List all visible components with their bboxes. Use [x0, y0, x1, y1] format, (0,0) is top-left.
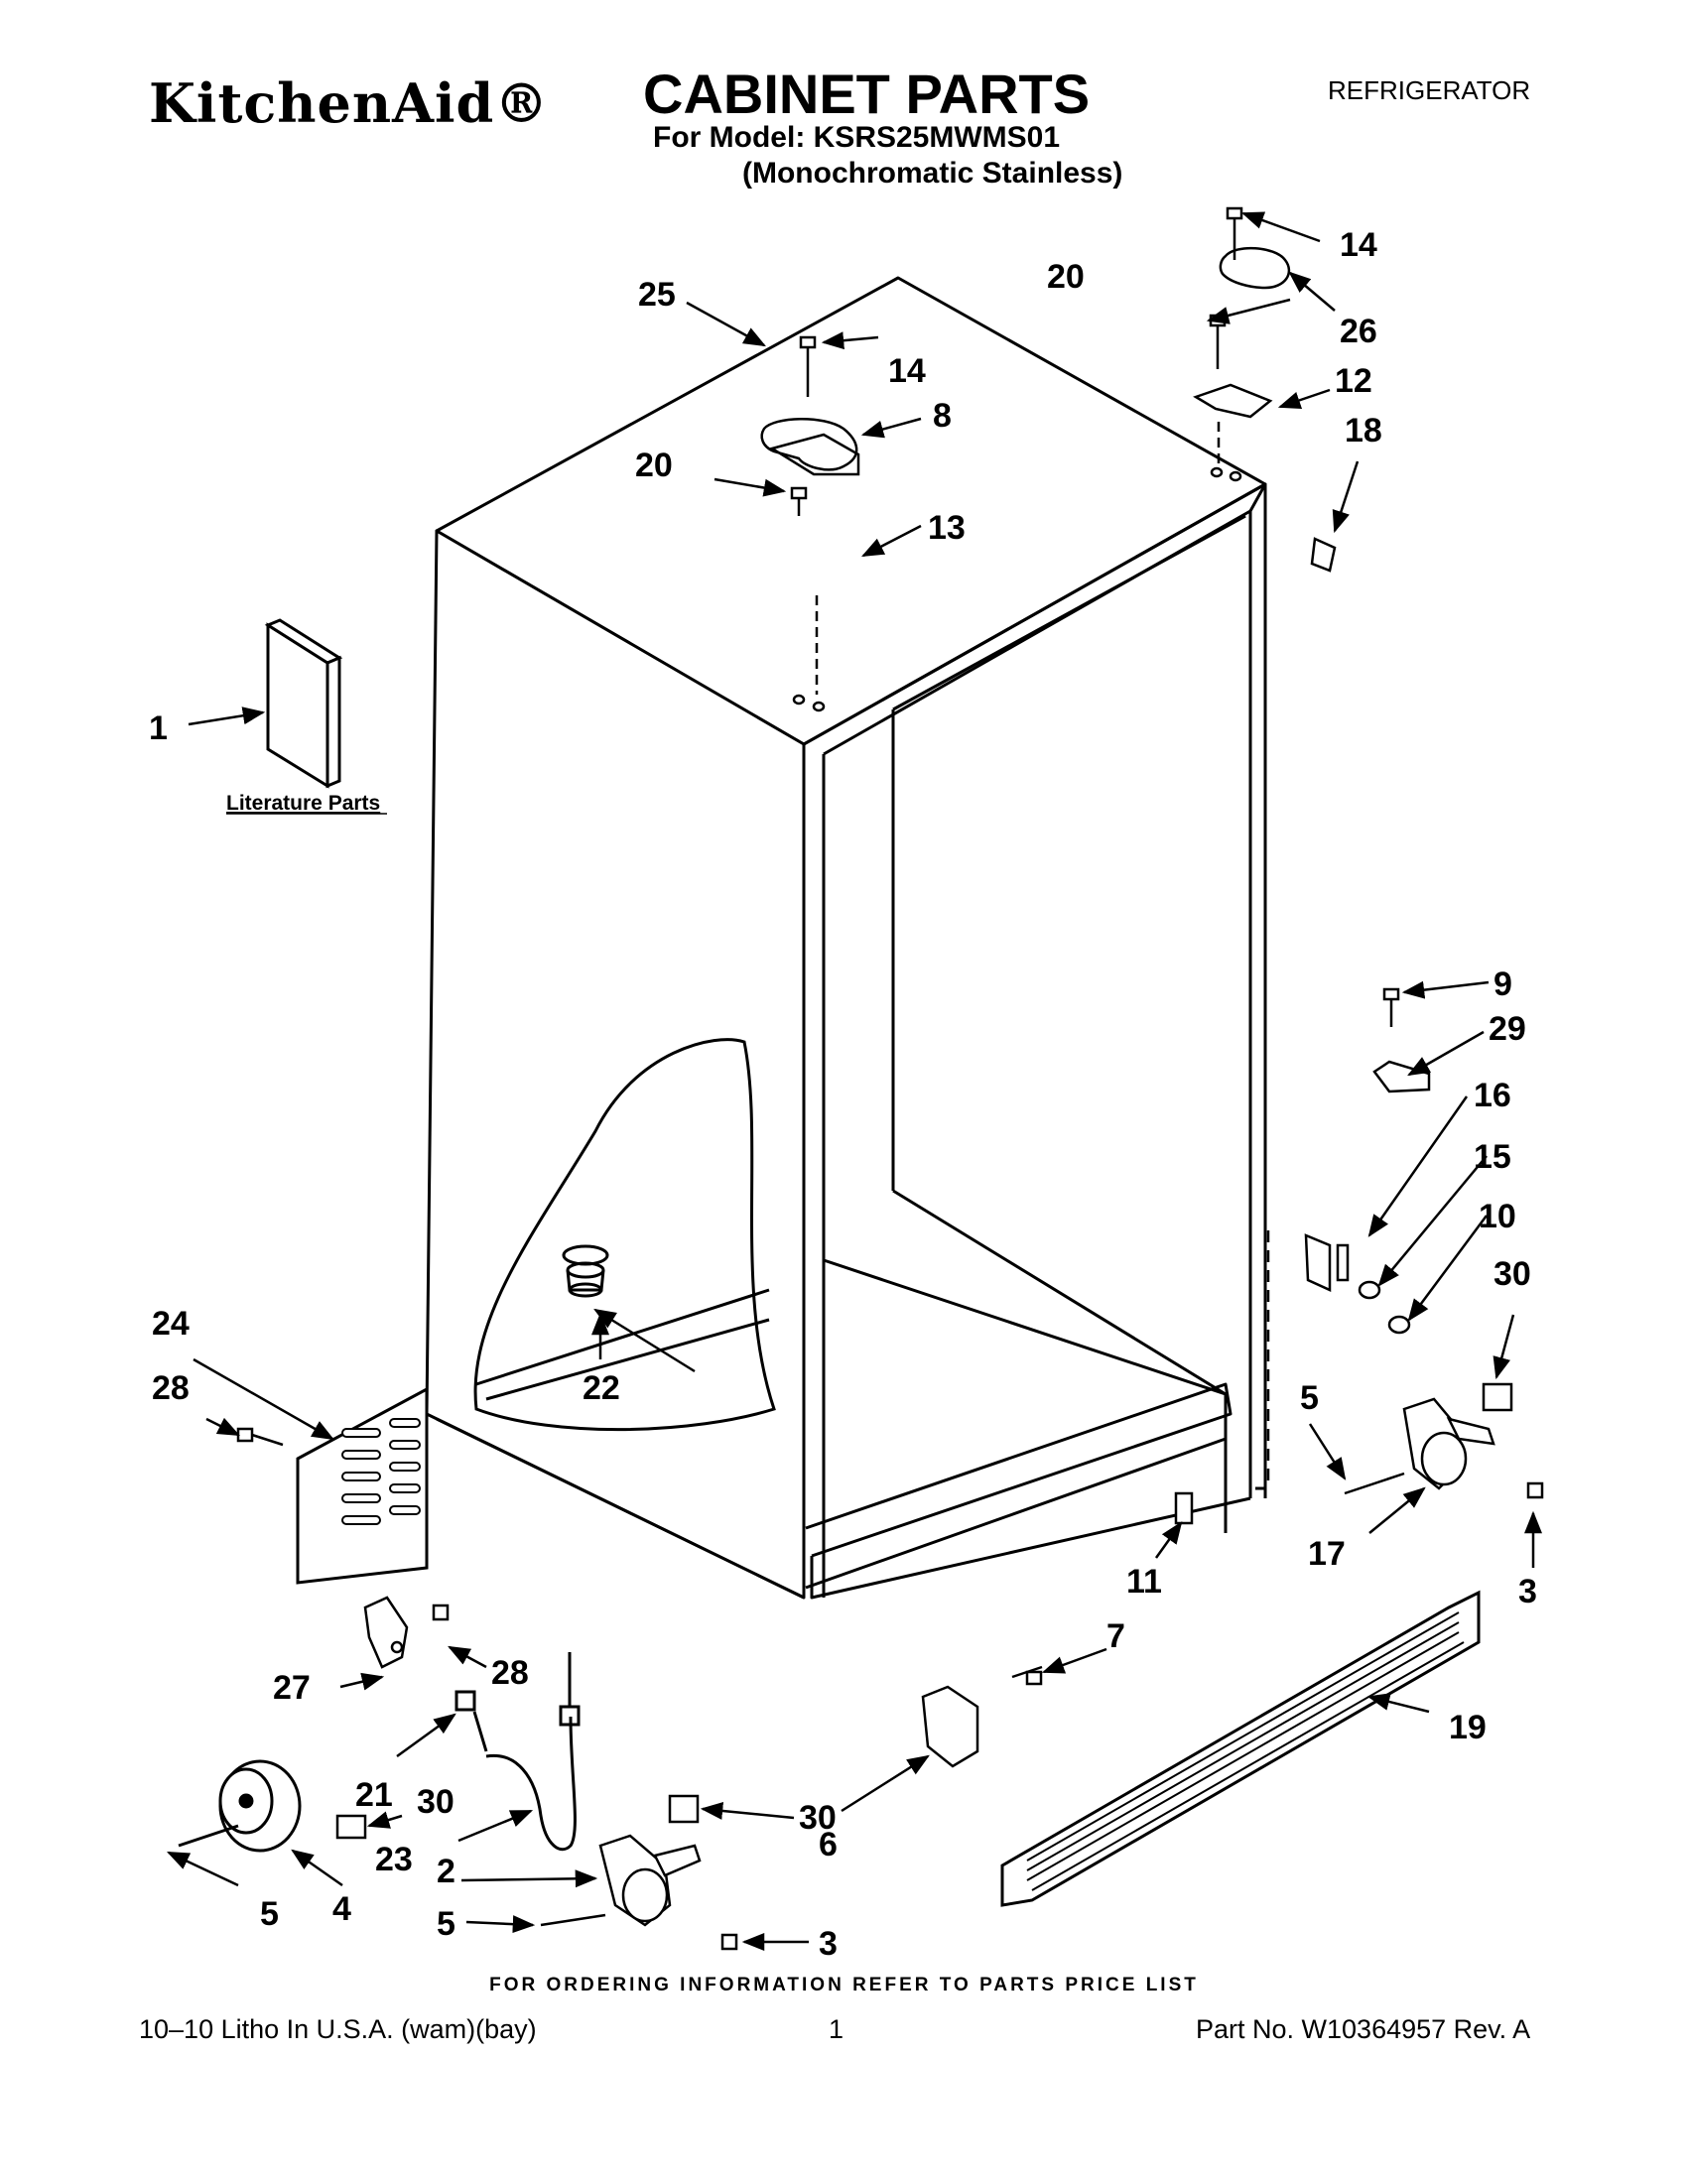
callout-13: 13: [928, 509, 966, 547]
literature-book-icon: [264, 618, 343, 789]
variant-line: (Monochromatic Stainless): [742, 157, 1123, 190]
callout-15: 15: [1474, 1138, 1511, 1176]
screw-28: [236, 1427, 284, 1447]
page-title: CABINET PARTS: [643, 63, 1091, 125]
callout-14: 14: [1340, 226, 1377, 264]
brand-logo: KitchenAid®: [149, 71, 550, 135]
rear-grille: [296, 1386, 429, 1585]
center-bracket: [921, 1665, 1043, 1768]
top-hinge-right: [1193, 206, 1337, 573]
callout-27: 27: [273, 1669, 311, 1707]
callout-4: 4: [332, 1890, 351, 1928]
callout-7: 7: [1106, 1617, 1125, 1655]
callout-24: 24: [152, 1305, 190, 1343]
callout-5: 5: [437, 1905, 455, 1943]
rear-wheel: [178, 1759, 302, 1853]
callout-10: 10: [1479, 1198, 1516, 1235]
callout-23: 23: [375, 1841, 413, 1878]
base-grille: [1000, 1590, 1481, 1907]
model-line: For Model: KSRS25MWMS01: [653, 121, 1061, 154]
center-hinge-parts: [1266, 987, 1431, 1488]
callout-3: 3: [819, 1925, 838, 1963]
pad-30-right: [1482, 1382, 1513, 1412]
part-number: Part No. W10364957 Rev. A: [1196, 2014, 1531, 2044]
callout-20: 20: [1047, 258, 1085, 296]
rear-bracket: [363, 1596, 450, 1669]
callout-5: 5: [1300, 1379, 1319, 1417]
callout-17: 17: [1308, 1535, 1346, 1573]
page-number: 1: [829, 2014, 844, 2044]
callout-22: 22: [583, 1369, 620, 1407]
cutaway-view: [473, 1038, 776, 1432]
callout-28: 28: [152, 1369, 190, 1407]
callout-30: 30: [1493, 1255, 1531, 1293]
callout-12: 12: [1335, 362, 1372, 400]
callout-5: 5: [260, 1895, 279, 1933]
callout-30: 30: [799, 1799, 837, 1837]
callout-labels: 1 2 3 3 4 5 5 5 6 7 8 9 10 11 12 13 14 1…: [149, 226, 1537, 1963]
callout-14: 14: [888, 352, 926, 390]
literature-caption: Literature Parts: [226, 792, 380, 815]
callout-20: 20: [635, 447, 673, 484]
callout-28: 28: [491, 1654, 529, 1692]
front-roller-left: [540, 1834, 738, 1951]
callout-18: 18: [1345, 412, 1382, 450]
front-roller-right: [1344, 1397, 1544, 1499]
callout-8: 8: [933, 397, 952, 435]
ordering-note: FOR ORDERING INFORMATION REFER TO PARTS …: [489, 1975, 1199, 1995]
pad-30-center: [668, 1794, 700, 1824]
leader-lines: [166, 211, 1542, 1951]
callout-21: 21: [355, 1776, 393, 1814]
water-tube: [454, 1652, 581, 1852]
product-category: REFRIGERATOR: [1328, 75, 1531, 105]
callout-1: 1: [149, 709, 168, 747]
pad-30-left: [335, 1814, 367, 1840]
callout-30: 30: [417, 1783, 454, 1821]
callout-11: 11: [1126, 1563, 1162, 1601]
callout-19: 19: [1449, 1709, 1487, 1746]
print-info: 10–10 Litho In U.S.A. (wam)(bay): [139, 2014, 537, 2044]
callout-25: 25: [638, 276, 676, 314]
callout-2: 2: [437, 1853, 455, 1890]
clip-11: [1174, 1491, 1194, 1525]
callout-9: 9: [1493, 965, 1512, 1003]
callout-26: 26: [1340, 313, 1377, 350]
callout-3: 3: [1518, 1573, 1537, 1610]
callout-29: 29: [1489, 1010, 1526, 1048]
top-hinge-left: [760, 335, 860, 712]
callout-6: 6: [819, 1826, 838, 1863]
callout-16: 16: [1474, 1077, 1511, 1114]
